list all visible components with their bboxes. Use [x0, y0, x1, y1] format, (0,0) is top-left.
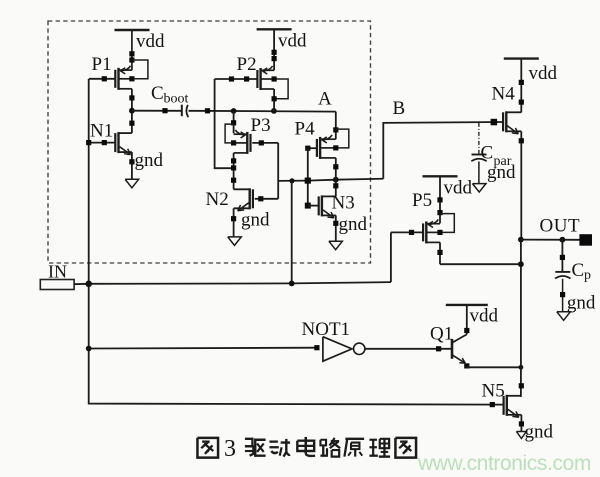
svg-text:P4: P4	[295, 119, 316, 140]
svg-text:N4: N4	[492, 84, 516, 105]
svg-text:OUT: OUT	[540, 216, 581, 237]
svg-text:N5: N5	[482, 381, 505, 402]
svg-text:A: A	[318, 89, 332, 110]
svg-text:IN: IN	[48, 262, 67, 282]
svg-text:gnd: gnd	[241, 210, 270, 231]
svg-text:C: C	[481, 143, 494, 164]
svg-text:gnd: gnd	[525, 422, 554, 443]
svg-text:p: p	[584, 268, 591, 283]
svg-text:vdd: vdd	[470, 306, 499, 327]
svg-text:3: 3	[224, 436, 236, 462]
svg-text:C: C	[151, 83, 164, 104]
svg-text:vdd: vdd	[136, 31, 165, 52]
svg-text:gnd: gnd	[339, 214, 368, 235]
svg-text:Q1: Q1	[430, 324, 453, 345]
svg-text:P1: P1	[92, 54, 112, 75]
svg-text:C: C	[572, 260, 585, 281]
svg-text:gnd: gnd	[567, 293, 596, 314]
svg-text:N3: N3	[332, 193, 355, 214]
svg-text:www.cntronics.com: www.cntronics.com	[417, 452, 591, 475]
svg-text:N2: N2	[206, 189, 229, 210]
svg-text:P5: P5	[412, 190, 432, 211]
svg-text:P2: P2	[237, 54, 257, 75]
svg-text:vdd: vdd	[444, 178, 473, 199]
svg-text:gnd: gnd	[135, 150, 164, 171]
svg-text:B: B	[393, 98, 406, 119]
svg-text:par: par	[494, 154, 512, 169]
svg-text:vdd: vdd	[278, 31, 307, 52]
svg-text:P3: P3	[251, 115, 271, 136]
svg-text:boot: boot	[164, 92, 189, 107]
svg-text:vdd: vdd	[529, 63, 558, 84]
svg-text:N1: N1	[90, 121, 113, 142]
svg-text:gnd: gnd	[487, 162, 516, 183]
svg-text:NOT1: NOT1	[302, 319, 351, 340]
